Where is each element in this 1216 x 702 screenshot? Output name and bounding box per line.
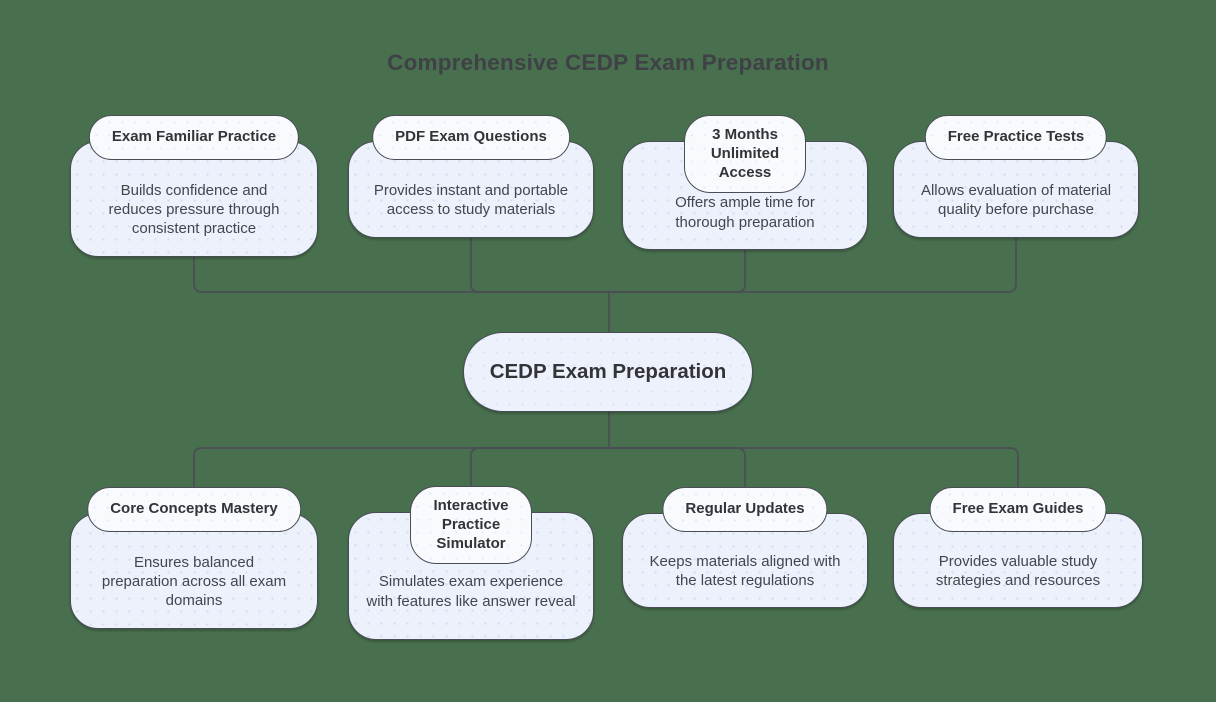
node-description: Provides instant and portable access to …: [373, 181, 569, 218]
node-description: Offers ample time for thorough preparati…: [675, 194, 815, 231]
node-exam-familiar-practice: Exam Familiar Practice Builds confidence…: [70, 115, 318, 257]
node-title: PDF Exam Questions: [395, 128, 547, 145]
node-interactive-practice-simulator: Interactive Practice Simulator Simulates…: [348, 486, 594, 640]
edge-bottom-2: [470, 447, 609, 488]
node-title: Free Exam Guides: [952, 500, 1084, 517]
edge-top-2: [470, 238, 609, 293]
node-description: Simulates exam experience with features …: [366, 573, 576, 610]
node-title: Regular Updates: [685, 500, 805, 517]
diagram-title: Comprehensive CEDP Exam Preparation: [387, 50, 829, 75]
edge-bottom-4: [609, 447, 1019, 487]
node-title: Core Concepts Mastery: [110, 500, 278, 517]
node-title-pill: Free Practice Tests: [924, 115, 1108, 160]
center-node-cedp-exam-preparation: CEDP Exam Preparation: [463, 332, 753, 412]
node-title: Free Practice Tests: [947, 128, 1085, 145]
node-free-practice-tests: Free Practice Tests Allows evaluation of…: [893, 115, 1139, 238]
node-free-exam-guides: Free Exam Guides Provides valuable study…: [893, 487, 1143, 608]
node-title-pill: Interactive Practice Simulator: [410, 486, 532, 565]
node-title-pill: PDF Exam Questions: [372, 115, 570, 160]
node-title-pill: Core Concepts Mastery: [87, 487, 301, 532]
node-title: 3 Months Unlimited Access: [710, 126, 780, 181]
node-description: Provides valuable study strategies and r…: [935, 552, 1101, 589]
node-description: Allows evaluation of material quality be…: [920, 181, 1112, 218]
node-title-pill: 3 Months Unlimited Access: [684, 115, 806, 194]
node-regular-updates: Regular Updates Keeps materials aligned …: [622, 487, 868, 608]
node-description: Keeps materials aligned with the latest …: [649, 552, 841, 589]
node-title: Interactive Practice Simulator: [433, 497, 509, 552]
node-description: Builds confidence and reduces pressure t…: [108, 181, 280, 238]
node-core-concepts-mastery: Core Concepts Mastery Ensures balanced p…: [70, 487, 318, 629]
node-title: Exam Familiar Practice: [111, 128, 277, 145]
edge-bottom-3: [609, 447, 746, 487]
node-3-months-unlimited-access: 3 Months Unlimited Access Offers ample t…: [622, 115, 868, 250]
edge-top-1: [193, 257, 609, 293]
edge-bottom-1: [193, 447, 609, 487]
node-pdf-exam-questions: PDF Exam Questions Provides instant and …: [348, 115, 594, 238]
node-title-pill: Exam Familiar Practice: [88, 115, 300, 160]
edge-top-3: [609, 250, 746, 293]
node-title-pill: Free Exam Guides: [929, 487, 1107, 532]
node-title-pill: Regular Updates: [662, 487, 828, 532]
node-description: Ensures balanced preparation across all …: [101, 553, 287, 610]
